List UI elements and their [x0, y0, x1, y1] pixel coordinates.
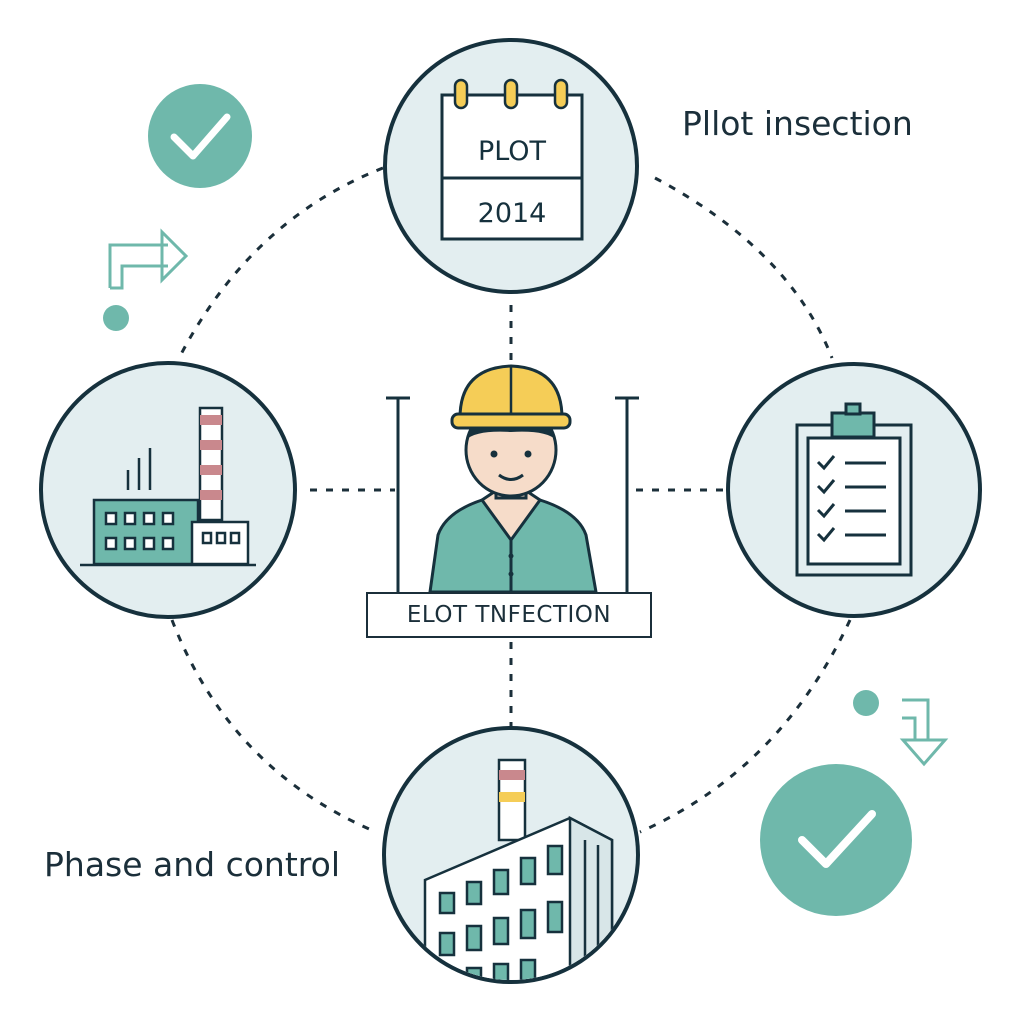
pilot-inspection-label: Pllot insection: [682, 104, 913, 143]
clipboard-checklist-icon: [795, 402, 913, 577]
connector-top-right: [654, 176, 834, 359]
calendar-icon: PLOT 2014: [440, 78, 584, 241]
connector-left-bottom: [170, 619, 377, 834]
node-top: PLOT 2014: [383, 38, 639, 294]
dashed-connectors: [170, 166, 852, 834]
calendar-line1: PLOT: [478, 136, 547, 167]
dot-bottom-right: [853, 690, 879, 716]
check-circle-icon-bottom-right: [760, 764, 912, 916]
down-arrow-icon: [899, 698, 949, 767]
node-right: [726, 362, 982, 618]
phase-and-control-label: Phase and control: [44, 845, 340, 884]
engineer-figure: [386, 364, 639, 594]
factory-icon: [80, 406, 256, 567]
node-bottom: [382, 726, 640, 984]
check-circle-icon-top-left: [148, 84, 252, 188]
calendar-line2: 2014: [478, 198, 547, 229]
connector-top-left: [176, 166, 384, 361]
center-banner: ELOT TNFECTION: [366, 592, 652, 638]
node-left: [39, 361, 297, 619]
dot-top-left: [103, 305, 129, 331]
turn-right-arrow-icon: [108, 228, 189, 290]
